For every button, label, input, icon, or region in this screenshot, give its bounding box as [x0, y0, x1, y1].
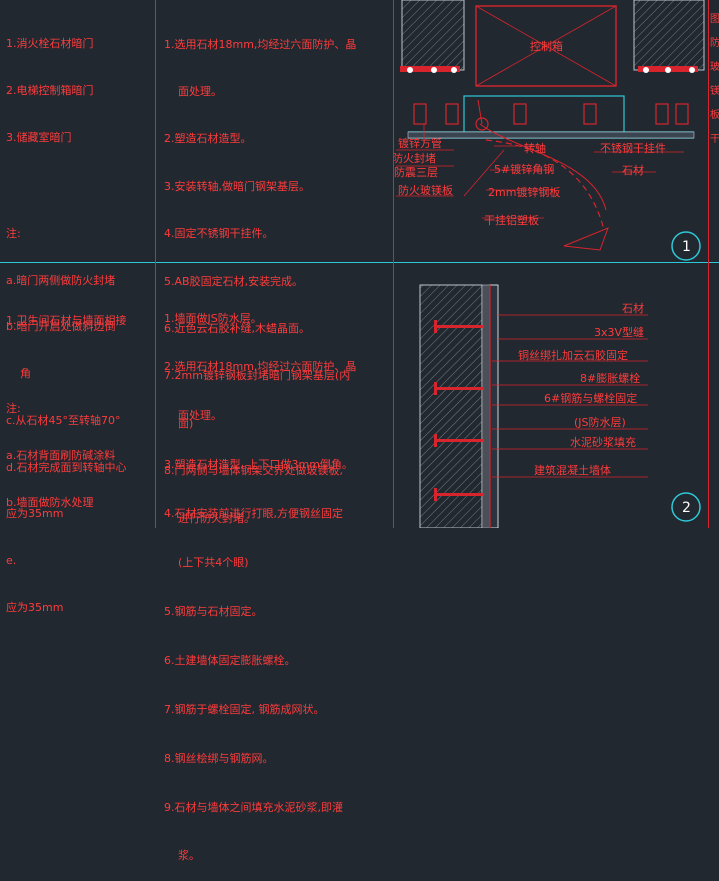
note-line: d.石材完成面到转轴中心 — [6, 460, 127, 474]
label-angle-steel: 5#镀锌角钢 — [494, 162, 554, 176]
note-line: 角 — [20, 367, 31, 381]
note-line: e. — [6, 554, 17, 568]
label-wire: 铜丝绑扎加云石胶固定 — [518, 348, 628, 362]
step-line: 6.土建墙体固定膨胀螺栓。 — [164, 653, 296, 667]
wall-right — [633, 0, 705, 71]
edge-char: 玻 — [710, 62, 719, 73]
edge-char: 镁 — [710, 86, 719, 97]
step-line: 2.塑造石材造型。 — [164, 132, 252, 146]
step-line: 面处理。 — [178, 84, 222, 98]
note-line: 应为35mm — [6, 600, 64, 614]
row1-steps: 1.选用石材18mm,均经过六面防护、晶 面处理。 2.塑造石材造型。 3.安装… — [164, 5, 392, 542]
label-mortar: 水泥砂浆填充 — [570, 435, 636, 449]
detail-drawing-1: 控制箱 镀锌方管 防火封堵 防震三层 防火 — [394, 0, 705, 261]
label-chamfer: 3x3V型缝 — [594, 325, 644, 339]
step-line: 1.墙面做JS防水层。 — [164, 311, 262, 325]
mortar-fill — [481, 284, 491, 528]
label-js: (JS防水层) — [574, 415, 626, 429]
row2-steps: 1.墙面做JS防水层。 2.选用石材18mm,均经过六面防护、晶 面处理。 3.… — [164, 278, 392, 881]
detail-number-1-text: 1 — [682, 239, 691, 255]
label-stone: 石材 — [622, 301, 644, 315]
row2-notes: 1.卫生间石材与墙面相接 注: a.石材背面刷防碱涂料 b.墙面做防水处理 — [6, 282, 152, 526]
label-galv-square: 镀锌方管 — [398, 136, 442, 150]
hinge-mark — [475, 117, 489, 131]
door-frame — [463, 95, 625, 135]
wall-left — [401, 0, 465, 71]
step-line: 1.选用石材18mm,均经过六面防护、晶 — [164, 37, 357, 51]
label-rebar6: 6#钢筋与螺栓固定 — [544, 391, 637, 405]
note-line: 应为35mm — [6, 507, 64, 521]
label-reinforce: 防震三层 — [394, 165, 438, 179]
col-divider-3 — [708, 0, 709, 528]
step-line: 面) — [178, 416, 194, 430]
note-line: b.墙面做防水处理 — [6, 495, 94, 509]
concrete-wall — [419, 284, 483, 528]
note-line: c.从石材45°至转轴70° — [6, 413, 121, 427]
col-divider-1 — [155, 0, 156, 528]
row2-item: 1.卫生间石材与墙面相接 — [6, 314, 127, 328]
control-box — [475, 5, 617, 87]
label-wall: 建筑混凝土墙体 — [534, 463, 611, 477]
step-line: 4.固定不锈钢干挂件。 — [164, 227, 274, 241]
step-line: 4.石材安装前进行打眼,方便钢丝固定 — [164, 507, 343, 521]
step-line: 进行防火封堵。 — [178, 511, 255, 525]
label-bolt8: 8#膨胀螺栓 — [580, 371, 640, 385]
detail-number-1 — [671, 231, 701, 261]
step-line: 2.选用石材18mm,均经过六面防护、晶 — [164, 360, 357, 374]
label-mgo-board: 防火玻镁板 — [398, 183, 453, 197]
label-steel-plate: 2mm镀锌钢板 — [488, 185, 560, 199]
note-line: a.暗门两侧做防火封堵 — [6, 273, 116, 287]
step-line: 浆。 — [178, 849, 200, 863]
step-line: 8.钢丝桧绑与钢筋网。 — [164, 751, 274, 765]
edge-char: 图 — [710, 14, 719, 25]
step-line: 7.钢筋于螺栓固定, 钢筋成网状。 — [164, 702, 325, 716]
detail-drawing-2: 石材 3x3V型缝 铜丝绑扎加云石胶固定 8#膨胀螺栓 6#钢筋与螺栓固定 (J… — [419, 284, 701, 528]
detail-number-2-text: 2 — [682, 500, 691, 516]
label-aluminum: 干挂铝塑板 — [484, 213, 539, 227]
edge-char: 板 — [710, 110, 719, 121]
door-swing-arc — [485, 139, 605, 231]
note-title: 注: — [6, 402, 21, 416]
detail-number-2 — [671, 492, 701, 522]
label-fire-seal: 防火封堵 — [394, 151, 436, 165]
control-box-label: 控制箱 — [530, 39, 563, 53]
row-divider — [0, 262, 719, 263]
note-line: a.石材背面刷防碱涂料 — [6, 448, 116, 462]
step-line: 6.近色云石胶补缝,木蜡晶面。 — [164, 321, 310, 335]
step-line: (上下共4个眼) — [178, 556, 249, 570]
step-line: 8.门两侧与墙体钢架交界处做玻镁板, — [164, 464, 343, 478]
step-line: 7.2mm镀锌钢板封堵暗门钢架基层(内 — [164, 369, 351, 383]
row1-item: 2.电梯控制箱暗门 — [6, 83, 94, 97]
col-divider-2 — [393, 0, 394, 528]
note-line: b.暗门开启处做斜边倒 — [6, 320, 116, 334]
edge-char: 干 — [710, 134, 719, 145]
step-line: 5.AB胶固定石材,安装完成。 — [164, 274, 304, 288]
note-title: 注: — [6, 226, 21, 240]
stone-layer — [407, 131, 695, 139]
edge-char: 防 — [710, 38, 719, 49]
step-line: 3.塑造石材造型, 上下口做3mm倒角。 — [164, 458, 353, 472]
label-stone: 石材 — [622, 163, 644, 177]
row1-item: 1.消火栓石材暗门 — [6, 37, 94, 51]
step-line: 面处理。 — [178, 409, 222, 423]
stone-panel — [489, 284, 499, 528]
step-line: 3.安装转轴,做暗门钢架基层。 — [164, 179, 310, 193]
label-hinge: 转轴 — [524, 141, 546, 155]
label-ss-hanger: 不锈钢干挂件 — [600, 141, 666, 155]
row1-item: 3.储藏室暗门 — [6, 130, 72, 144]
step-line: 9.石材与墙体之间填充水泥砂浆,即灌 — [164, 800, 343, 814]
step-line: 5.钢筋与石材固定。 — [164, 604, 263, 618]
edge-strip: 图 防 玻 镁 板 干 — [710, 8, 719, 152]
